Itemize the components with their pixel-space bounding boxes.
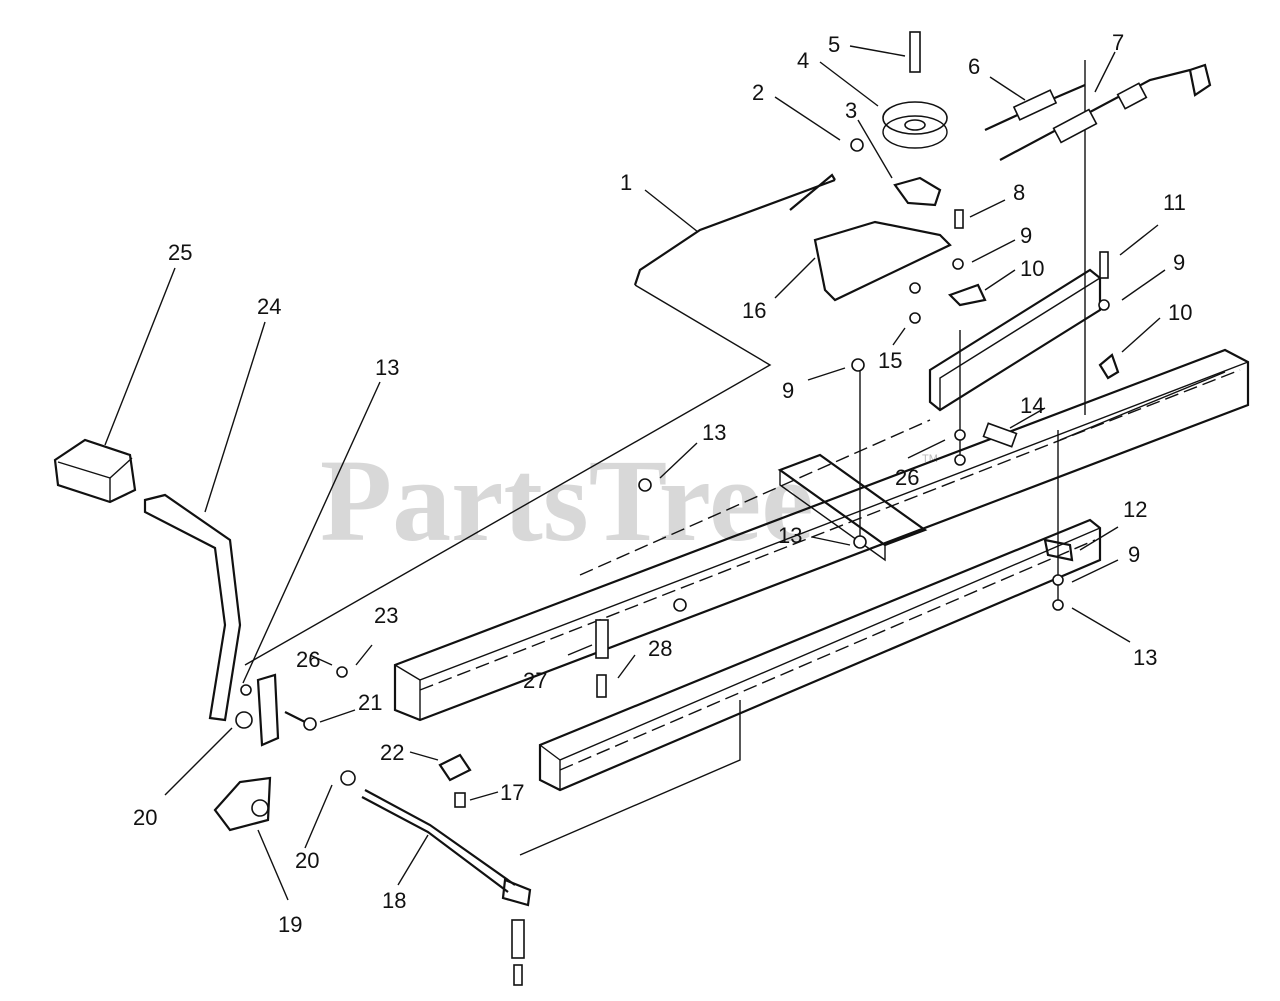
callout-28: 28 (648, 636, 672, 661)
callout-26-a: 26 (296, 647, 320, 672)
callout-17: 17 (500, 780, 524, 805)
bolt-21 (284, 711, 317, 731)
pedal-arm (143, 493, 242, 722)
callout-21: 21 (358, 690, 382, 715)
leader-lines (104, 45, 1166, 901)
callout-24: 24 (257, 294, 281, 319)
callout-8: 8 (1013, 180, 1025, 205)
spring-7 (999, 63, 1212, 161)
alignment-lines (244, 60, 1241, 856)
pivot-bracket (213, 673, 356, 832)
callout-13-b: 13 (702, 420, 726, 445)
callout-4: 4 (797, 48, 809, 73)
rod-1 (633, 173, 836, 286)
callout-1: 1 (620, 170, 632, 195)
callout-20-a: 20 (133, 805, 157, 830)
callout-6: 6 (968, 54, 980, 79)
callout-14: 14 (1020, 393, 1044, 418)
callout-10-a: 10 (1020, 256, 1044, 281)
watermark-tm: TM (922, 453, 938, 465)
idler-bracket (813, 220, 952, 302)
callout-13-c: 13 (778, 523, 802, 548)
callout-9-c: 9 (782, 378, 794, 403)
callout-13-a: 13 (375, 355, 399, 380)
callout-9-b: 9 (1173, 250, 1185, 275)
callout-22: 22 (380, 740, 404, 765)
callout-labels: 25 24 13 1 2 3 4 5 6 7 8 9 10 11 9 10 16… (133, 30, 1192, 937)
upper-rail (928, 268, 1102, 412)
watermark-text: PartsTree (320, 435, 814, 566)
frame-rail-right (393, 348, 1250, 722)
callout-10-b: 10 (1168, 300, 1192, 325)
callout-2: 2 (752, 80, 764, 105)
callout-23: 23 (374, 603, 398, 628)
callout-16: 16 (742, 298, 766, 323)
frame-rail-left (538, 518, 1102, 792)
callout-7: 7 (1112, 30, 1124, 55)
bracket-3 (893, 176, 942, 207)
callout-12: 12 (1123, 497, 1147, 522)
bolt-5 (909, 31, 921, 73)
callout-9-a: 9 (1020, 223, 1032, 248)
hardware (336, 138, 1120, 678)
callout-11: 11 (1163, 190, 1186, 215)
clamp-22 (438, 753, 472, 808)
cross-member (777, 453, 928, 562)
control-rod (361, 789, 532, 986)
callout-27: 27 (523, 668, 547, 693)
spring-6 (984, 83, 1086, 131)
pulley (882, 101, 948, 149)
callout-26-b: 26 (895, 465, 919, 490)
callout-5: 5 (828, 32, 840, 57)
callout-9-d: 9 (1128, 542, 1140, 567)
callout-20-b: 20 (295, 848, 319, 873)
callout-25: 25 (168, 240, 192, 265)
callout-13-d: 13 (1133, 645, 1157, 670)
callout-19: 19 (278, 912, 302, 937)
callout-3: 3 (845, 98, 857, 123)
callout-15: 15 (878, 348, 902, 373)
spacer-27 (595, 619, 609, 698)
pedal-pad (53, 438, 137, 504)
callout-18: 18 (382, 888, 406, 913)
